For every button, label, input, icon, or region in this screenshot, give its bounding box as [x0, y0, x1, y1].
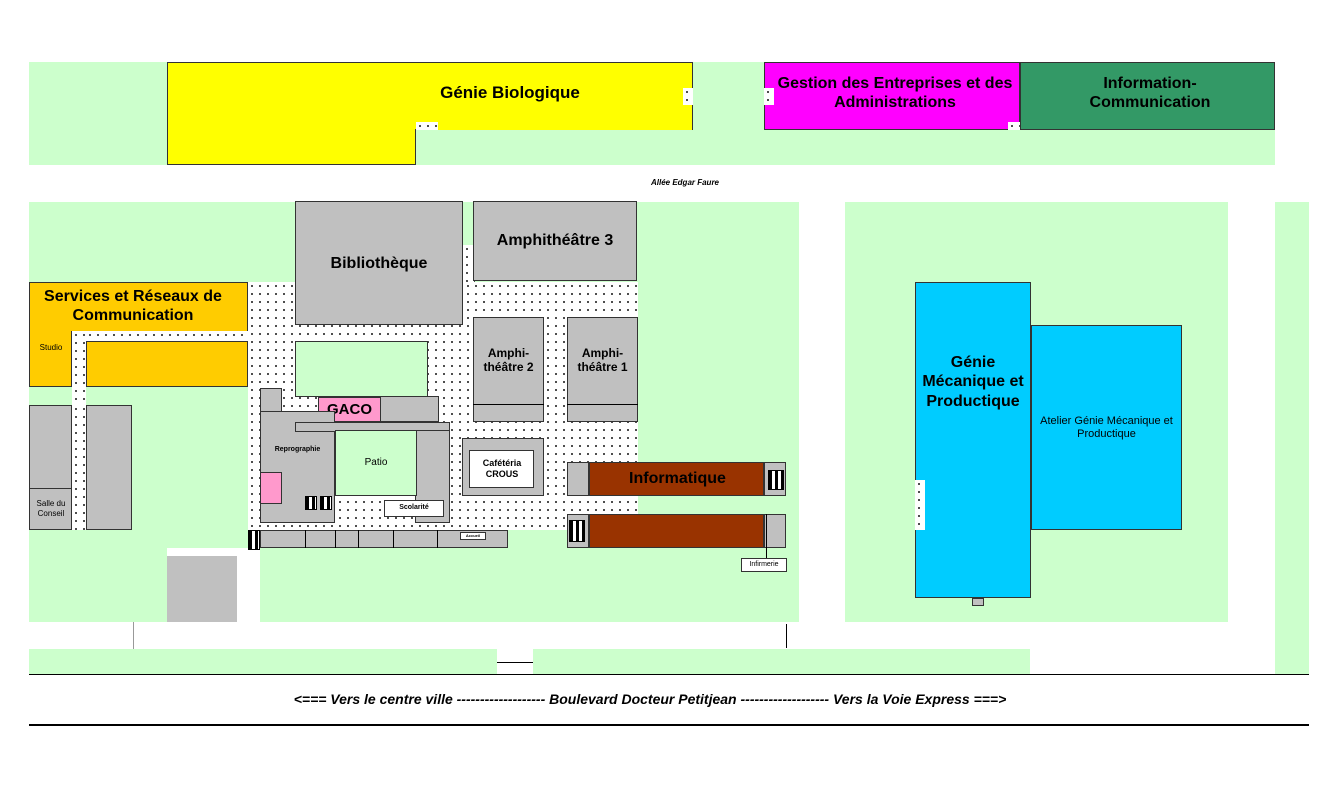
label-genie-biologique: Génie Biologique	[440, 82, 580, 102]
stairs-informatique-2	[569, 520, 585, 542]
stairs-parking	[248, 530, 260, 550]
lawn-southwest	[29, 649, 497, 674]
walkway-gmp	[915, 480, 925, 530]
lawn-far-east	[1275, 202, 1309, 674]
label-amphitheatre-3: Amphithéâtre 3	[496, 232, 614, 250]
building-informatique[interactable]	[589, 462, 764, 496]
south-row-div-5	[437, 530, 438, 548]
gate-marker	[497, 662, 533, 663]
walkway-gea-1	[764, 88, 774, 105]
room-infirmerie[interactable]	[741, 558, 787, 572]
south-row-div-2	[335, 530, 336, 548]
room-scolarite[interactable]	[384, 500, 444, 517]
stairs-scolarite-2	[320, 496, 332, 510]
label-salle-du-conseil: Salle du Conseil	[36, 499, 66, 518]
building-parking	[167, 556, 237, 623]
label-information-communication: Information-Communication	[1089, 74, 1211, 111]
label-bibliotheque: Bibliothèque	[330, 255, 428, 273]
boulevard-line-bottom	[29, 724, 1309, 726]
building-information-communication[interactable]	[1020, 62, 1275, 130]
label-studio: Studio	[39, 343, 63, 353]
stairs-informatique-1	[768, 470, 784, 490]
amphi-1-divider	[567, 404, 638, 405]
salle-du-conseil-box	[29, 488, 72, 530]
label-reprographie: Reprographie	[274, 445, 321, 453]
building-src-studio	[29, 331, 72, 387]
label-patio: Patio	[364, 457, 388, 468]
building-genie-biologique[interactable]	[167, 62, 693, 130]
stairs-scolarite-1	[305, 496, 317, 510]
building-wing-east-of-gaco	[380, 396, 439, 422]
walkway-src-2	[86, 331, 248, 341]
label-amphi-2: Amphi-théâtre 2	[483, 345, 534, 374]
label-src: Services et Réseaux de Communication	[44, 287, 222, 324]
room-accueil[interactable]	[460, 532, 486, 540]
building-reprographie-top	[260, 388, 282, 412]
walkway-gb-2	[683, 88, 693, 105]
label-accueil: Accueil	[465, 532, 481, 538]
street-boulevard: <=== Vers le centre ville --------------…	[293, 690, 1007, 707]
cafeteria-box	[469, 450, 534, 488]
walkway-gea-2	[1008, 122, 1030, 130]
inner-lawn	[295, 341, 428, 397]
boulevard-line-top	[29, 674, 1309, 675]
south-row-div-3	[358, 530, 359, 548]
courtyard-upper	[463, 245, 475, 285]
walkway-gb-1	[416, 122, 438, 130]
patio	[335, 430, 417, 496]
walkway-conseil	[72, 405, 86, 530]
road-south-edge	[133, 622, 134, 649]
label-infirmerie: Infirmerie	[749, 560, 779, 568]
label-amphi-1: Amphi-théâtre 1	[577, 345, 628, 374]
building-south-row	[260, 530, 508, 548]
building-informatique-2[interactable]	[589, 514, 764, 548]
south-row-div-1	[305, 530, 306, 548]
gmp-door	[972, 598, 984, 606]
label-informatique: Informatique	[629, 470, 726, 488]
pink-room	[260, 472, 282, 504]
amphi-2-divider	[473, 404, 544, 405]
street-allee-edgar-faure: Allée Edgar Faure	[650, 178, 720, 188]
building-genie-biologique-wing	[167, 129, 416, 165]
building-src-east	[86, 341, 248, 387]
building-gmp[interactable]	[915, 282, 1031, 598]
building-west-block	[86, 405, 132, 530]
road-gate-line	[786, 624, 787, 648]
label-atelier-gmp: Atelier Génie Mécanique et Productique	[1040, 414, 1173, 440]
label-cafeteria: Cafétéria CROUS	[482, 458, 522, 479]
road-south	[133, 622, 1228, 649]
building-gea[interactable]	[764, 62, 1020, 130]
building-src[interactable]	[29, 282, 248, 332]
infirmerie-leader	[766, 514, 767, 558]
building-atelier-gmp[interactable]	[1031, 325, 1182, 530]
lawn-south	[533, 649, 1030, 674]
building-informatique-2-east	[764, 514, 786, 548]
walkway-src	[72, 331, 86, 405]
label-gaco: GACO	[327, 400, 372, 418]
building-bibliotheque[interactable]	[295, 201, 463, 325]
label-scolarite: Scolarité	[399, 504, 429, 512]
label-gea: Gestion des Entreprises et des Administr…	[777, 74, 1013, 111]
label-gmp: Génie Mécanique et Productique	[922, 354, 1024, 410]
building-amphitheatre-3[interactable]	[473, 201, 637, 281]
building-informatique-west	[567, 462, 589, 496]
south-row-div-4	[393, 530, 394, 548]
